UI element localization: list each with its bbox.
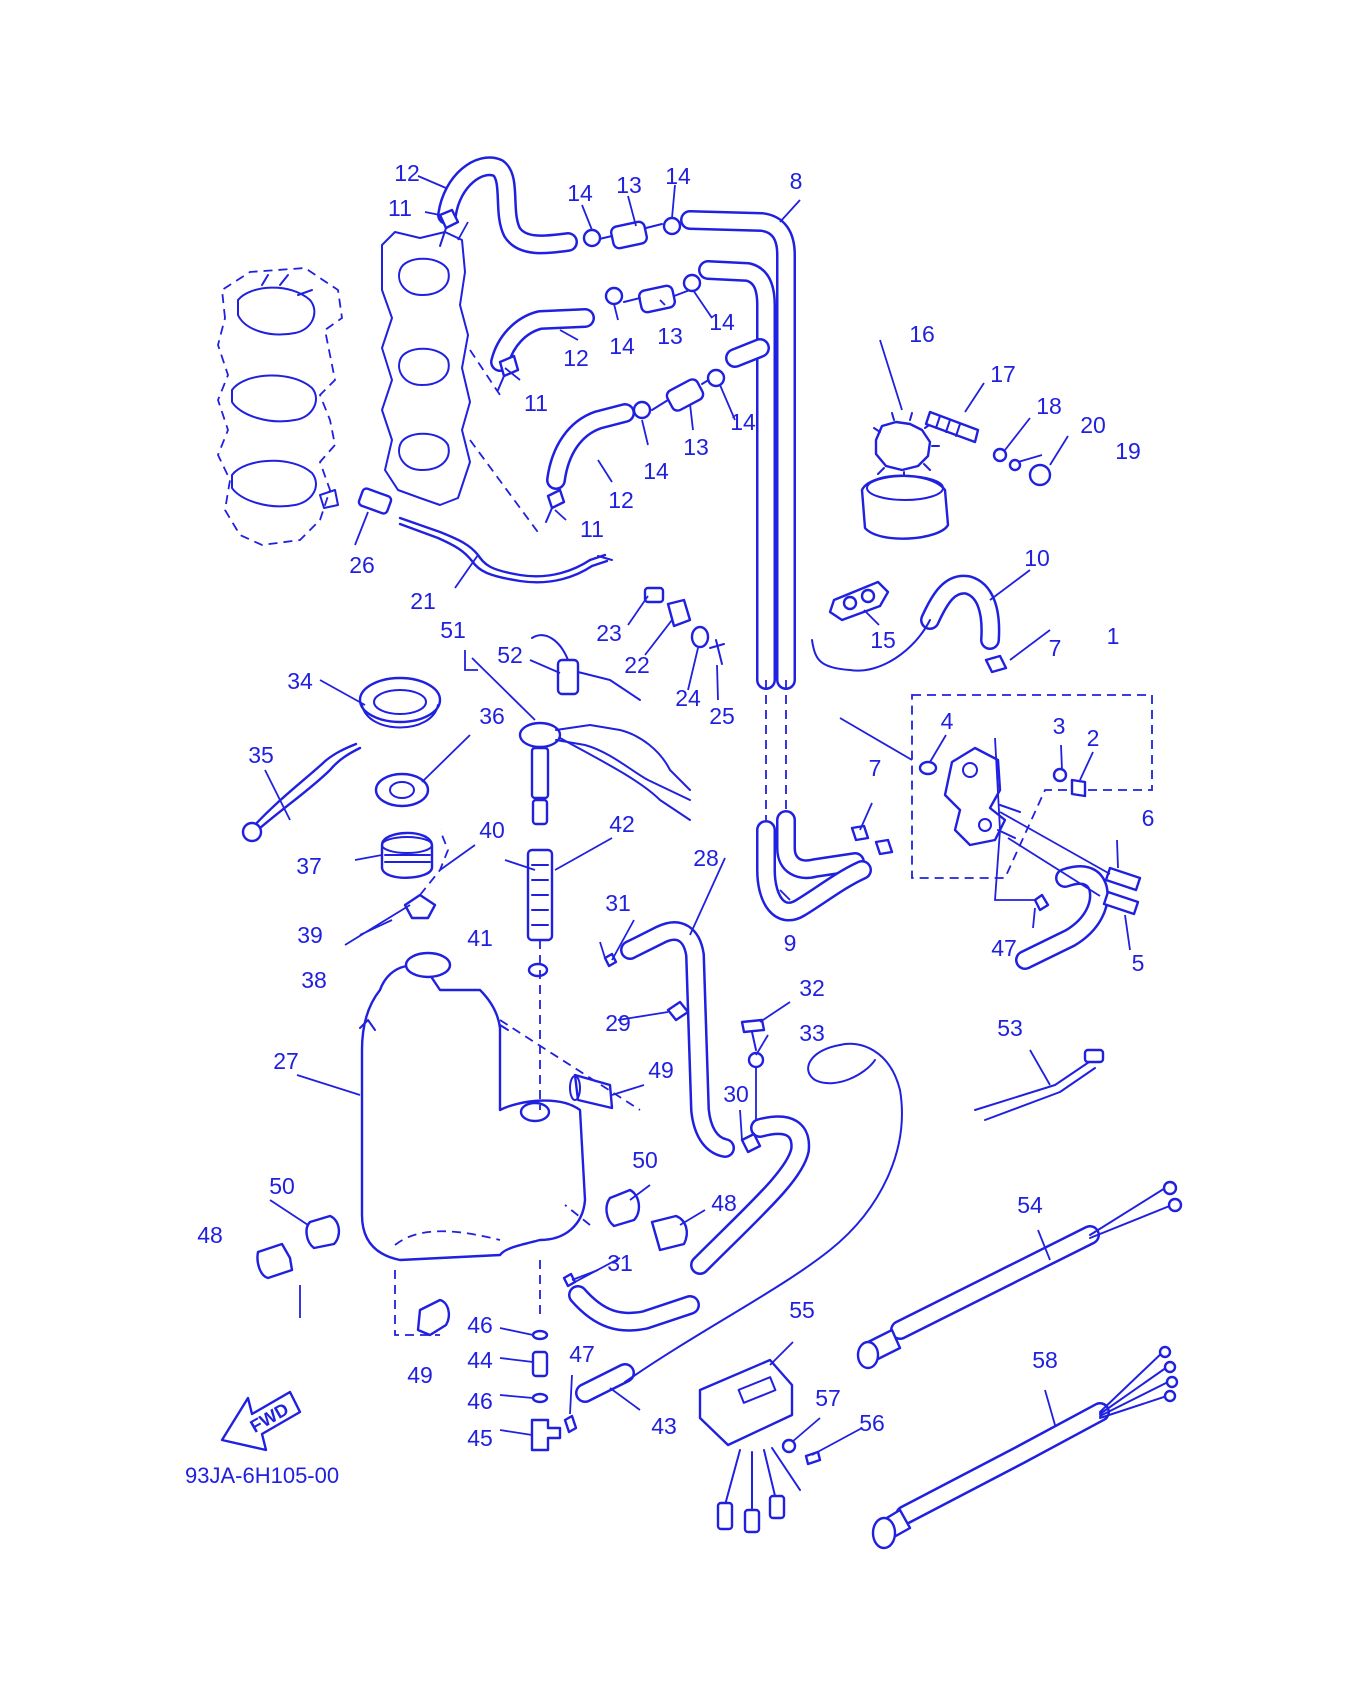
callout-31: 31 bbox=[605, 890, 631, 916]
callout-41: 41 bbox=[467, 925, 493, 951]
callout-24: 24 bbox=[675, 685, 701, 711]
callout-44: 44 bbox=[467, 1347, 493, 1373]
callout-49: 49 bbox=[648, 1057, 674, 1083]
callout-20: 20 bbox=[1080, 412, 1106, 438]
callout-29: 29 bbox=[605, 1010, 631, 1036]
fittings-top bbox=[357, 208, 1052, 665]
callout-21: 21 bbox=[410, 588, 436, 614]
callout-12: 12 bbox=[394, 160, 420, 186]
hoses bbox=[398, 156, 1109, 1403]
callout-27: 27 bbox=[273, 1048, 299, 1074]
callout-2: 2 bbox=[1087, 725, 1100, 751]
filler-parts bbox=[241, 634, 691, 1110]
callout-9: 9 bbox=[784, 930, 797, 956]
intake-manifold bbox=[381, 231, 541, 536]
callout-32: 32 bbox=[799, 975, 825, 1001]
oil-tank bbox=[359, 951, 587, 1336]
callout-11: 11 bbox=[388, 195, 412, 221]
oil-pump-assembly bbox=[839, 654, 1153, 916]
callout-51: 51 bbox=[440, 617, 466, 643]
callout-31: 31 bbox=[607, 1250, 633, 1276]
callout-34: 34 bbox=[287, 668, 313, 694]
callout-22: 22 bbox=[624, 652, 650, 678]
callout-18: 18 bbox=[1036, 393, 1062, 419]
callout-12: 12 bbox=[608, 487, 634, 513]
callout-48: 48 bbox=[197, 1222, 223, 1248]
callout-17: 17 bbox=[990, 361, 1016, 387]
callout-33: 33 bbox=[799, 1020, 825, 1046]
cylinder-block bbox=[217, 267, 343, 546]
callout-28: 28 bbox=[693, 845, 719, 871]
callout-8: 8 bbox=[790, 168, 803, 194]
callout-13: 13 bbox=[616, 172, 642, 198]
callout-58: 58 bbox=[1032, 1347, 1058, 1373]
callout-46: 46 bbox=[467, 1312, 493, 1338]
callout-55: 55 bbox=[789, 1297, 815, 1323]
callout-45: 45 bbox=[467, 1425, 493, 1451]
callout-25: 25 bbox=[709, 703, 735, 729]
callout-15: 15 bbox=[870, 627, 896, 653]
callout-46: 46 bbox=[467, 1388, 493, 1414]
callout-11: 11 bbox=[524, 390, 548, 416]
callout-14: 14 bbox=[567, 180, 593, 206]
callout-labels: 1 2 3 4 5 6 7 7 8 9 10 11 11 11 12 12 12… bbox=[197, 160, 1154, 1451]
callout-48: 48 bbox=[711, 1190, 737, 1216]
callout-39: 39 bbox=[297, 922, 323, 948]
callout-30: 30 bbox=[723, 1081, 749, 1107]
callout-35: 35 bbox=[248, 742, 274, 768]
callout-36: 36 bbox=[479, 703, 505, 729]
callout-57: 57 bbox=[815, 1385, 841, 1411]
callout-13: 13 bbox=[657, 323, 683, 349]
callout-53: 53 bbox=[997, 1015, 1023, 1041]
callout-40: 40 bbox=[479, 817, 505, 843]
callout-50: 50 bbox=[269, 1173, 295, 1199]
callout-49: 49 bbox=[407, 1362, 433, 1388]
drawing-code: 93JA-6H105-00 bbox=[185, 1463, 339, 1488]
callout-1: 1 bbox=[1107, 623, 1120, 649]
callout-14: 14 bbox=[730, 409, 756, 435]
callout-16: 16 bbox=[909, 321, 935, 347]
callout-52: 52 bbox=[497, 642, 523, 668]
small-parts bbox=[256, 893, 1050, 1452]
callout-6: 6 bbox=[1142, 805, 1155, 831]
callout-7: 7 bbox=[1049, 635, 1062, 661]
callout-54: 54 bbox=[1017, 1192, 1043, 1218]
callout-26: 26 bbox=[349, 552, 375, 578]
callout-7: 7 bbox=[869, 755, 882, 781]
callout-50: 50 bbox=[632, 1147, 658, 1173]
leader-lines bbox=[264, 175, 1131, 1456]
fwd-arrow: FWD bbox=[220, 1390, 302, 1452]
callout-23: 23 bbox=[596, 620, 622, 646]
callout-13: 13 bbox=[683, 434, 709, 460]
electrical-parts bbox=[698, 1048, 1183, 1550]
callout-14: 14 bbox=[609, 333, 635, 359]
callout-37: 37 bbox=[296, 853, 322, 879]
callout-14: 14 bbox=[643, 458, 669, 484]
callout-56: 56 bbox=[859, 1410, 885, 1436]
callout-14: 14 bbox=[709, 309, 735, 335]
callout-43: 43 bbox=[651, 1413, 677, 1439]
callout-5: 5 bbox=[1132, 950, 1145, 976]
callout-11: 11 bbox=[580, 516, 604, 542]
callout-42: 42 bbox=[609, 811, 635, 837]
callout-4: 4 bbox=[941, 708, 954, 734]
callout-38: 38 bbox=[301, 967, 327, 993]
callout-3: 3 bbox=[1053, 713, 1066, 739]
callout-12: 12 bbox=[563, 345, 589, 371]
callout-47: 47 bbox=[569, 1341, 595, 1367]
callout-47: 47 bbox=[991, 935, 1017, 961]
callout-10: 10 bbox=[1024, 545, 1050, 571]
callout-19: 19 bbox=[1115, 438, 1141, 464]
callout-14: 14 bbox=[665, 163, 691, 189]
